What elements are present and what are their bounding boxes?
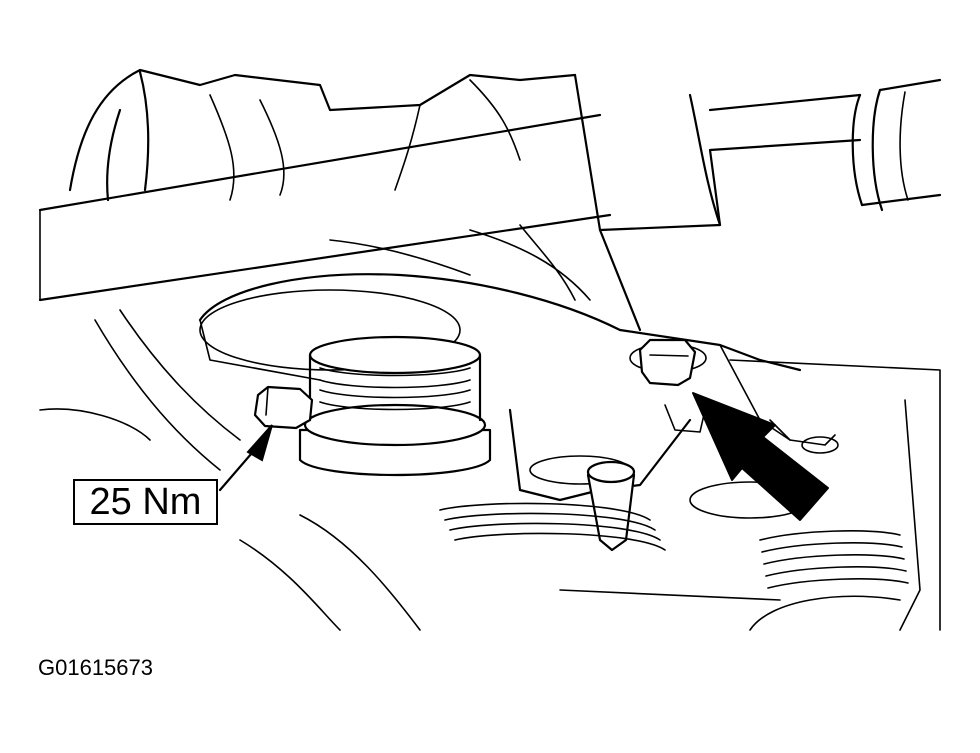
mounting-bracket [508,328,839,552]
torque-callout-label: 25 Nm [73,479,218,525]
lower-pulleys [439,359,941,631]
figure-id: G01615673 [38,655,153,680]
highlight-arrow [692,392,829,521]
torque-leader-arrow [218,424,273,492]
left-rim [39,309,421,631]
right-bolt [629,338,707,387]
upper-crossbar [38,113,612,302]
left-bolt [253,385,314,430]
coolant-tube [573,73,942,332]
alternator-pulley [298,335,492,477]
upper-housing [68,68,577,202]
